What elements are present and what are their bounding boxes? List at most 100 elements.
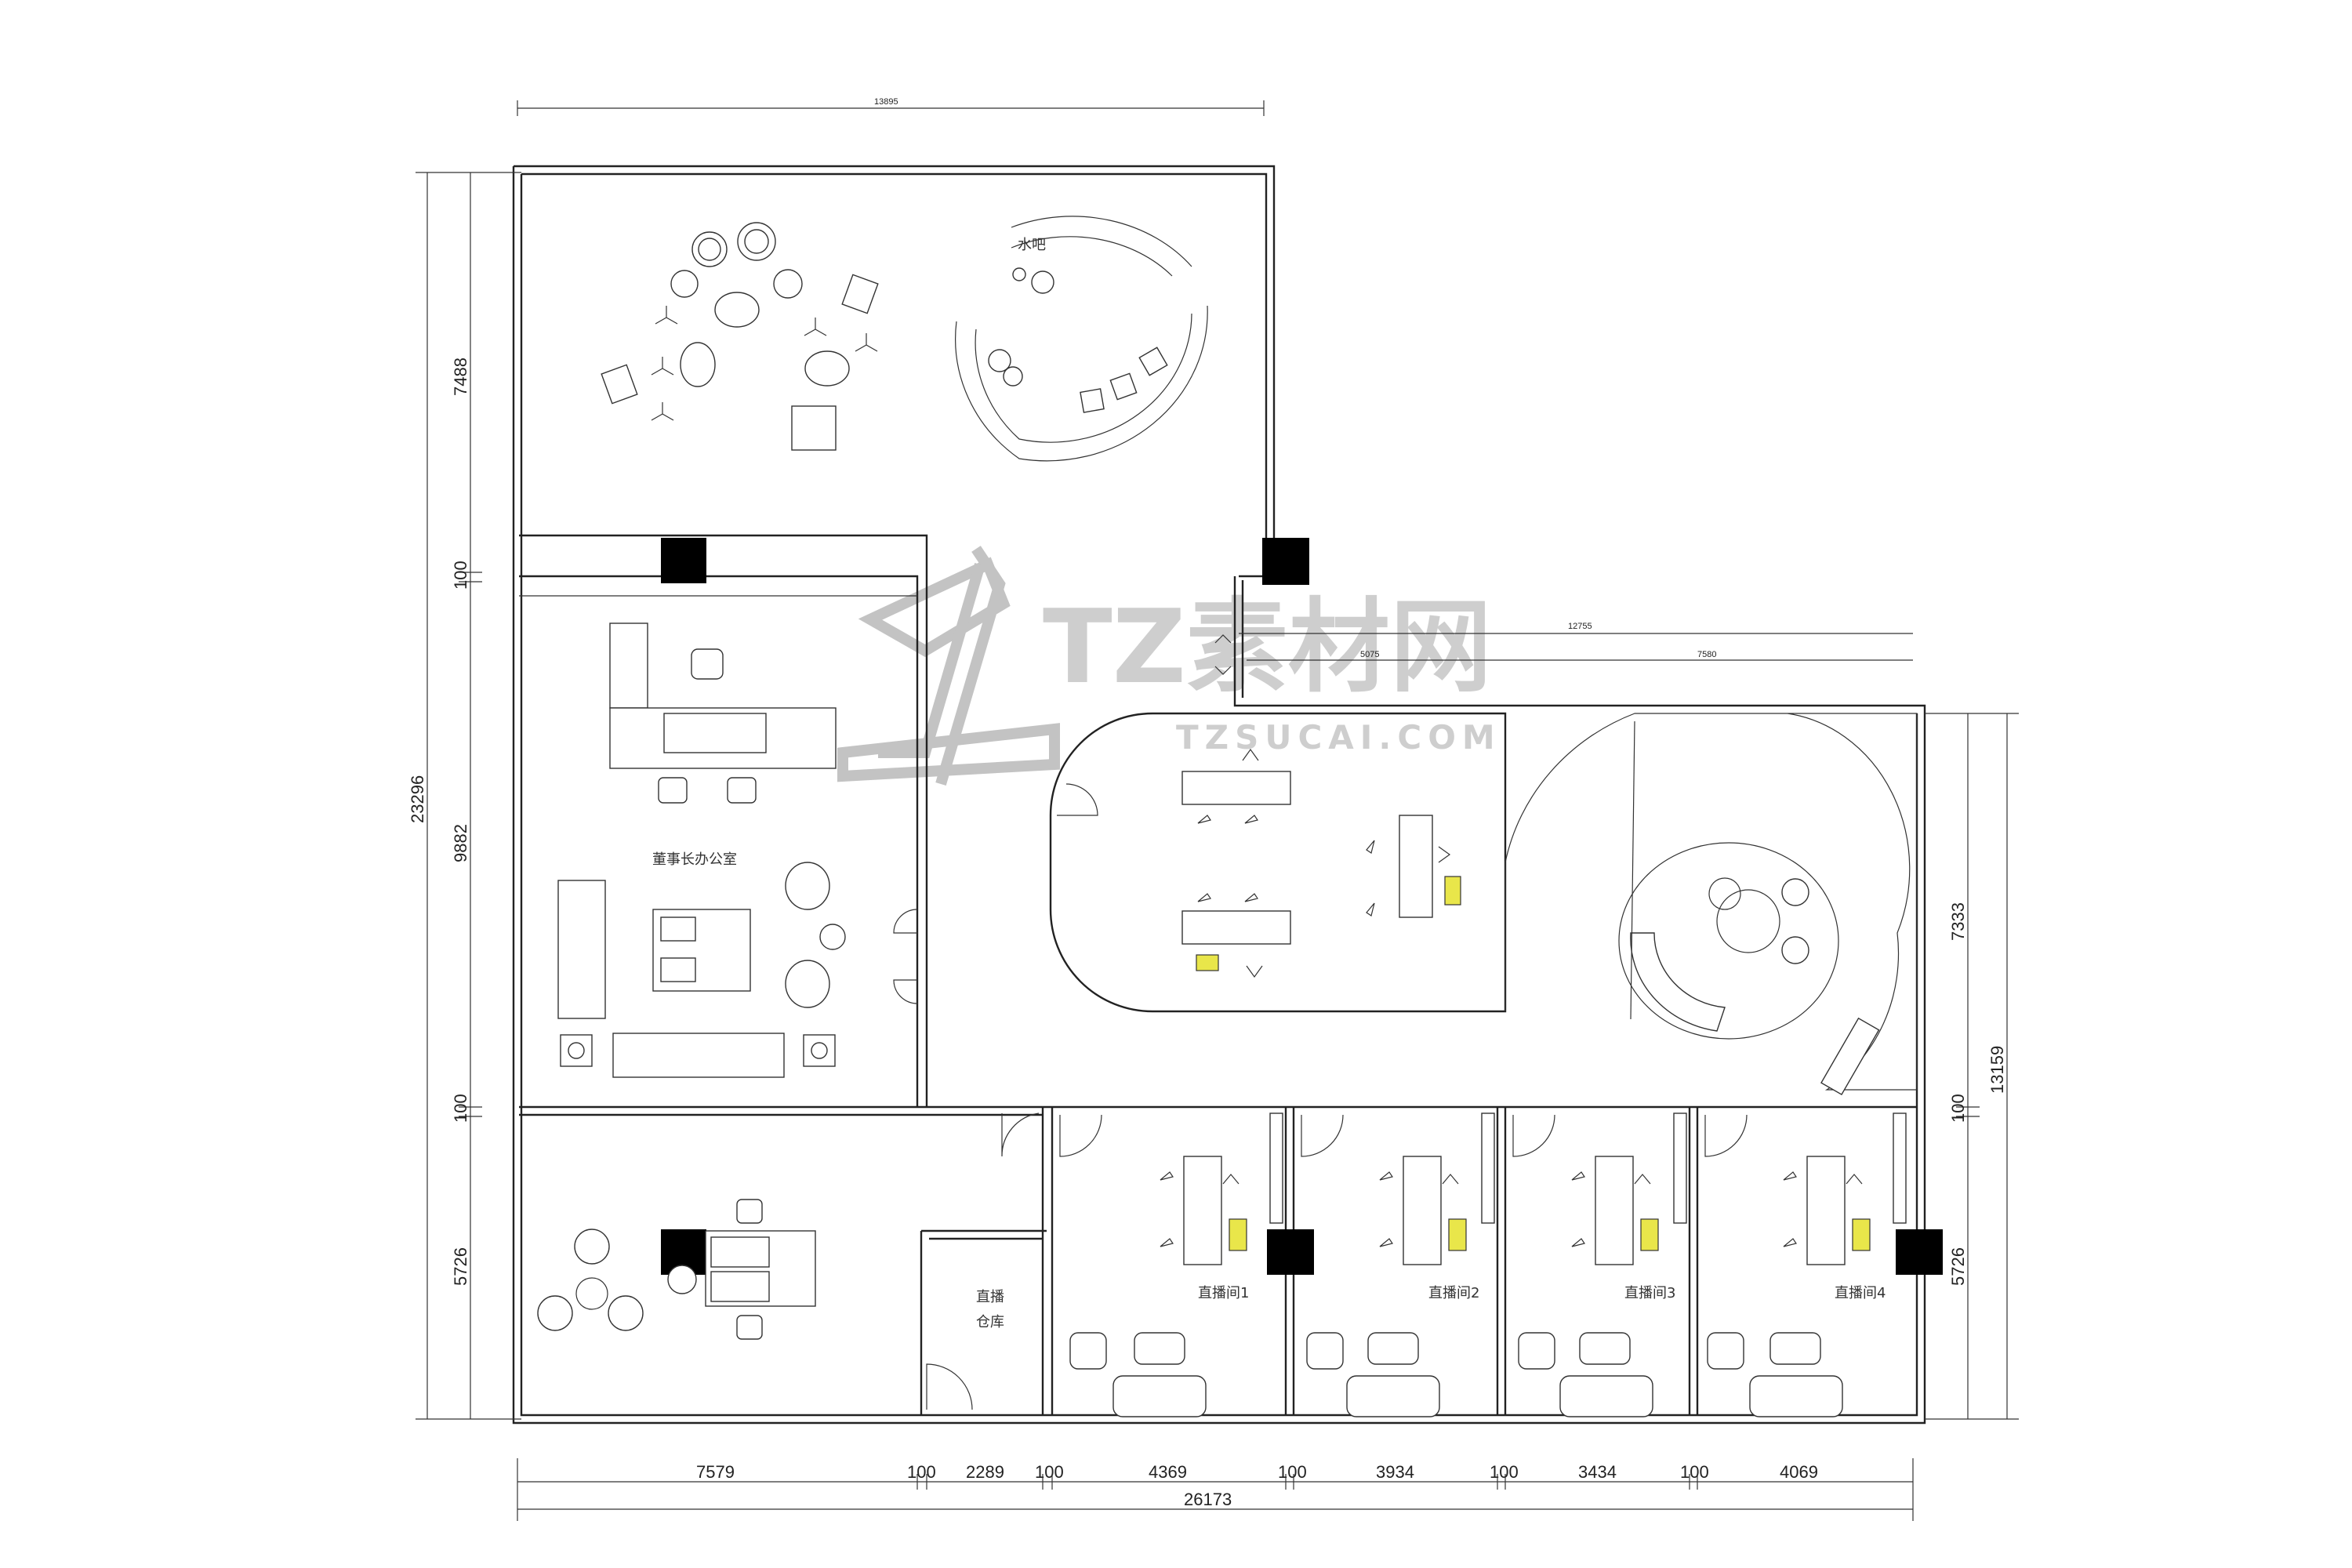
dim-left-wall-1: 100 <box>451 561 470 590</box>
dim-bottom-seg-1: 100 <box>907 1462 936 1482</box>
dim-left-wall-2: 100 <box>451 1094 470 1123</box>
top-dimension: 13895 <box>517 97 1265 116</box>
desk-drawer-icon <box>710 1236 770 1268</box>
tri-stool-icon <box>651 306 878 421</box>
office-chair-icon <box>736 1315 763 1340</box>
structural-columns <box>661 538 1943 1275</box>
lounge-chair-icon <box>1069 1332 1107 1370</box>
plant-icon <box>1003 366 1023 387</box>
desk-panel-icon <box>663 713 767 753</box>
dim-bottom-seg-3: 100 <box>1035 1462 1064 1482</box>
ottoman-icon <box>1134 1332 1185 1365</box>
structural-column-icon <box>1896 1229 1943 1275</box>
dim-right-wall: 100 <box>1948 1094 1968 1123</box>
door-swing-icon <box>926 1363 973 1410</box>
camera-tripod-icon <box>1571 1171 1651 1247</box>
partition-icon <box>1481 1112 1495 1224</box>
plant-icon <box>988 349 1011 372</box>
stool-icon <box>698 238 721 261</box>
bar-stool-icon <box>1080 388 1105 413</box>
dim-total-height: 23296 <box>408 775 427 823</box>
structural-column-icon <box>1262 538 1309 585</box>
ring-light-icon <box>1852 1218 1871 1251</box>
partition-icon <box>1673 1112 1687 1224</box>
curved-sofa-icon <box>1630 932 1726 1032</box>
bar-chair-icon <box>1012 267 1026 281</box>
bottom-dimensions: 7579 100 2289 100 4369 100 3934 100 3434… <box>517 1458 1914 1521</box>
camera-tripod-icon <box>1160 1171 1240 1247</box>
desk-icon <box>1181 771 1291 805</box>
dim-bottom-seg-7: 100 <box>1490 1462 1519 1482</box>
door-swing-icon <box>1059 1114 1102 1157</box>
live-room-1-label: 直播间1 <box>1198 1285 1249 1301</box>
side-table-icon <box>667 1265 697 1294</box>
watermark: TZ素材网 TZSUCAI.COM <box>837 546 1495 786</box>
ring-light-icon <box>1448 1218 1467 1251</box>
chairman-office-zone: 董事长办公室 <box>557 622 918 1078</box>
dim-bottom-seg-5: 100 <box>1278 1462 1307 1482</box>
watermark-logo-icon <box>837 546 1060 786</box>
storage-label-line1: 直播 <box>976 1289 1004 1305</box>
lounge-chair-icon <box>804 350 850 387</box>
chairman-office-label: 董事长办公室 <box>652 851 737 868</box>
dim-corridor-a: 12755 <box>1568 622 1592 631</box>
stool-icon <box>773 269 803 299</box>
dim-corridor-b: 5075 <box>1360 650 1379 659</box>
bar-chair-icon <box>1031 270 1054 294</box>
desk-icon <box>1403 1156 1442 1265</box>
bottom-left-office <box>537 1199 816 1340</box>
stool-icon <box>670 270 699 298</box>
desk-icon <box>1595 1156 1634 1265</box>
structural-column-icon <box>1267 1229 1314 1275</box>
door-swing-icon <box>1301 1114 1344 1157</box>
door-swing-icon <box>893 909 918 1004</box>
walls <box>512 165 1926 1425</box>
sofa-icon <box>1346 1375 1440 1417</box>
desk-drawer-icon <box>710 1271 770 1302</box>
storage-room: 直播 仓库 <box>926 1112 1040 1410</box>
dim-bottom-seg-10: 4069 <box>1780 1462 1818 1482</box>
chair-icon <box>1242 748 1451 978</box>
ring-light-icon <box>1196 954 1219 971</box>
ottoman-icon <box>1579 1332 1631 1365</box>
sofa-icon <box>1112 1375 1207 1417</box>
dim-bottom-total: 26173 <box>1184 1490 1232 1509</box>
partition-icon <box>1269 1112 1283 1224</box>
magazine-icon <box>841 274 879 314</box>
sofa-icon <box>1820 1017 1880 1096</box>
credenza-icon <box>609 622 648 709</box>
round-rug-icon <box>1618 842 1839 1040</box>
dim-bottom-seg-8: 3434 <box>1578 1462 1617 1482</box>
lounge-chair-icon <box>785 960 830 1008</box>
dim-top-width: 13895 <box>874 97 898 107</box>
live-room-3-label: 直播间3 <box>1624 1285 1675 1301</box>
dim-right-total: 13159 <box>1987 1046 2007 1094</box>
partition-icon <box>1893 1112 1907 1224</box>
lounge-chair-icon <box>785 862 830 910</box>
lounge-chair-icon <box>1306 1332 1344 1370</box>
guest-chair-icon <box>727 777 757 804</box>
dim-corridor-c: 7580 <box>1697 650 1716 659</box>
ring-light-icon <box>1229 1218 1247 1251</box>
lounge-chair-icon <box>537 1295 573 1331</box>
lounge-chair-icon <box>1707 1332 1744 1370</box>
lounge-chair-icon <box>680 342 716 387</box>
left-dimensions: 23296 7488 100 9882 100 5726 <box>408 172 521 1420</box>
ottoman-icon <box>1769 1332 1821 1365</box>
water-bar-label: 水吧 <box>1018 237 1046 253</box>
dim-left-lower: 5726 <box>451 1247 470 1286</box>
bar-stool-icon <box>1109 372 1138 401</box>
dim-left-middle: 9882 <box>451 824 470 862</box>
live-room-2: 直播间2 <box>1301 1112 1495 1417</box>
door-swing-icon <box>1512 1114 1555 1157</box>
floor-lamp-icon <box>811 1042 828 1059</box>
sofa-icon <box>1559 1375 1653 1417</box>
side-table-icon <box>819 924 846 950</box>
live-room-1: 直播间1 <box>1059 1112 1283 1417</box>
ring-light-icon <box>1640 1218 1659 1251</box>
structural-column-icon <box>661 538 706 583</box>
desk-icon <box>1181 910 1291 945</box>
sofa-icon <box>612 1033 785 1078</box>
office-chair-icon <box>736 1199 763 1224</box>
